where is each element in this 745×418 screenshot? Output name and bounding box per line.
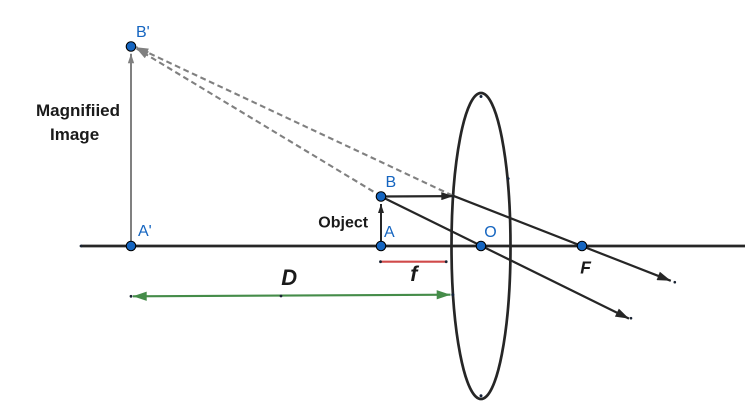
svg-text:Magnifiied: Magnifiied	[36, 101, 120, 120]
svg-text:F: F	[580, 258, 592, 278]
svg-text:B': B'	[136, 24, 150, 41]
svg-text:O: O	[484, 224, 496, 241]
svg-text:f: f	[410, 262, 419, 286]
svg-text:A': A'	[138, 223, 152, 240]
svg-text:A: A	[384, 224, 395, 241]
svg-text:B: B	[386, 174, 397, 191]
svg-text:Image: Image	[50, 125, 99, 144]
svg-text:D: D	[281, 265, 297, 290]
svg-text:Object: Object	[318, 214, 368, 231]
